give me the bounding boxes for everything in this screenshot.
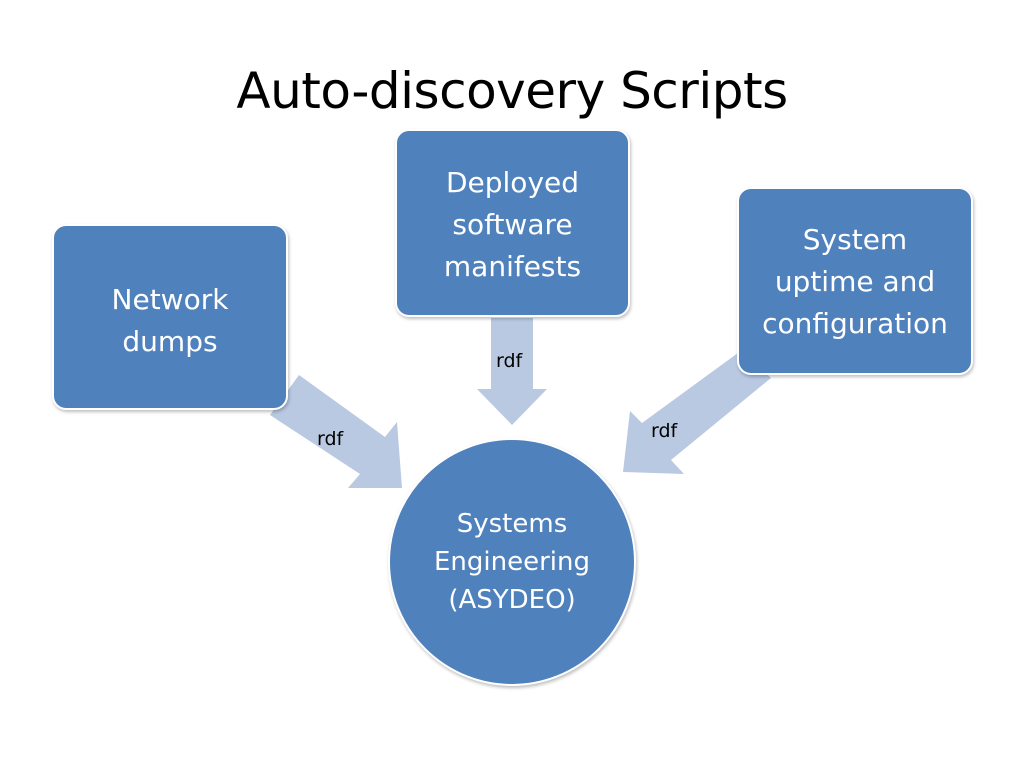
- node-deployed-software-manifests: Deployed software manifests: [395, 129, 630, 317]
- node-systems-engineering-label: Systems Engineering (ASYDEO): [434, 509, 590, 615]
- node-system-uptime-configuration: System uptime and configuration: [737, 187, 973, 375]
- node-systems-engineering: Systems Engineering (ASYDEO): [388, 438, 636, 686]
- edge-label-deployed: rdf: [496, 350, 523, 372]
- slide-title: Auto-discovery Scripts: [236, 62, 788, 120]
- node-network-dumps-label: Network dumps: [111, 283, 229, 358]
- edge-label-uptime: rdf: [651, 420, 678, 442]
- node-system-uptime-configuration-label: System uptime and configuration: [762, 223, 948, 340]
- arrow-network-to-center: [270, 375, 402, 488]
- node-network-dumps: Network dumps: [52, 224, 288, 410]
- edge-label-network: rdf: [317, 428, 344, 450]
- node-deployed-software-manifests-label: Deployed software manifests: [443, 166, 582, 283]
- arrow-deployed-to-center: [477, 318, 547, 425]
- arrow-uptime-to-center: [623, 350, 771, 474]
